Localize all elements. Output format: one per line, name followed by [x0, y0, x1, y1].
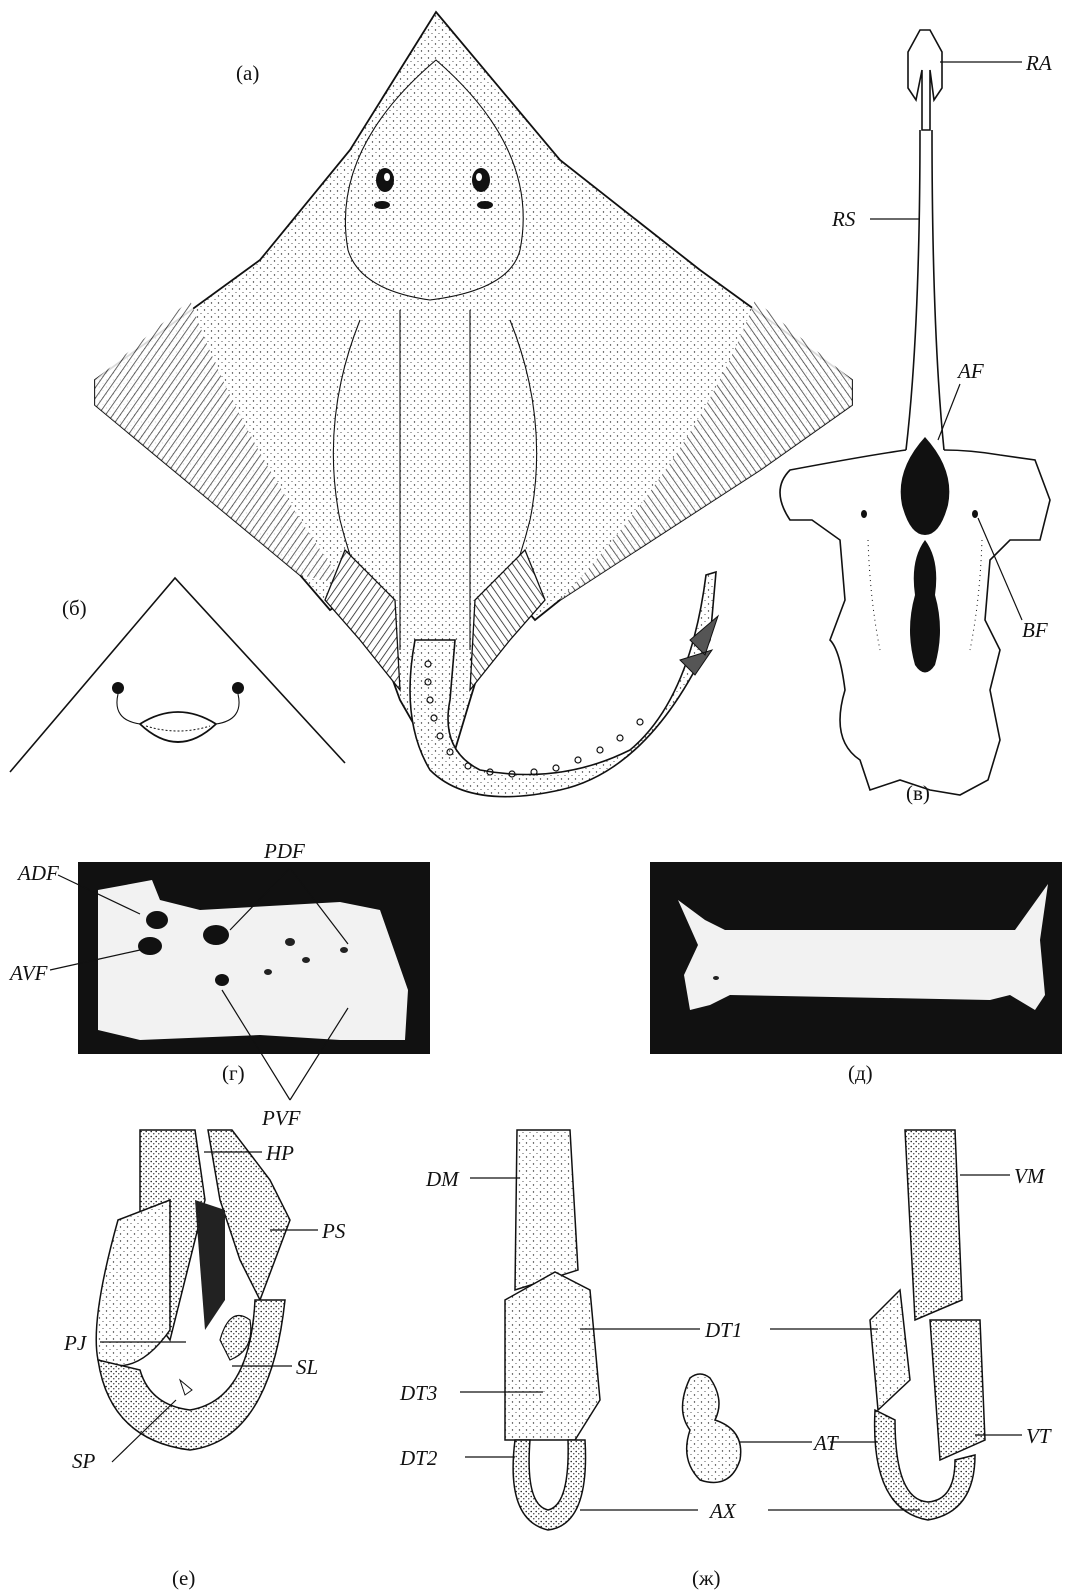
panel-label-g: (г) — [222, 1061, 245, 1085]
panel-label-b: (б) — [62, 596, 87, 620]
label-pvf: PVF — [261, 1106, 301, 1130]
anterior-foramen — [901, 437, 950, 535]
label-adf: ADF — [16, 861, 59, 885]
panel-label-e: (е) — [172, 1566, 195, 1590]
label-dm: DM — [425, 1167, 460, 1191]
panel-label-d: (д) — [848, 1061, 873, 1085]
panel-label-zh: (ж) — [692, 1566, 721, 1590]
label-pdf: PDF — [263, 839, 305, 863]
scapulocoracoid-photo — [78, 862, 430, 1054]
label-af: AF — [956, 359, 984, 383]
label-vt: VT — [1026, 1424, 1052, 1448]
label-dt3: DT3 — [399, 1381, 437, 1405]
panel-label-a: (а) — [236, 61, 259, 85]
label-vm: VM — [1014, 1164, 1046, 1188]
snout-ventral-drawing — [10, 578, 345, 772]
label-hp: HP — [265, 1141, 294, 1165]
label-dt1: DT1 — [704, 1318, 742, 1342]
label-avf: AVF — [8, 961, 48, 985]
label-sl: SL — [296, 1355, 318, 1379]
label-pj: PJ — [63, 1331, 88, 1355]
skate-dorsal-drawing — [95, 12, 852, 797]
label-dt2: DT2 — [399, 1446, 438, 1470]
label-ps: PS — [321, 1219, 346, 1243]
mouth — [140, 712, 216, 742]
label-sp: SP — [72, 1449, 96, 1473]
pelvic-girdle-photo — [650, 862, 1062, 1054]
label-bf: BF — [1022, 618, 1048, 642]
label-rs: RS — [831, 207, 856, 231]
label-at: AT — [812, 1431, 839, 1455]
label-ra: RA — [1025, 51, 1052, 75]
label-ax: AX — [708, 1499, 737, 1523]
posterior-foramen — [910, 540, 940, 673]
panel-label-v: (в) — [906, 781, 930, 805]
clasper-skeleton-drawings — [505, 1130, 985, 1530]
clasper-glans-drawing — [96, 1130, 290, 1450]
